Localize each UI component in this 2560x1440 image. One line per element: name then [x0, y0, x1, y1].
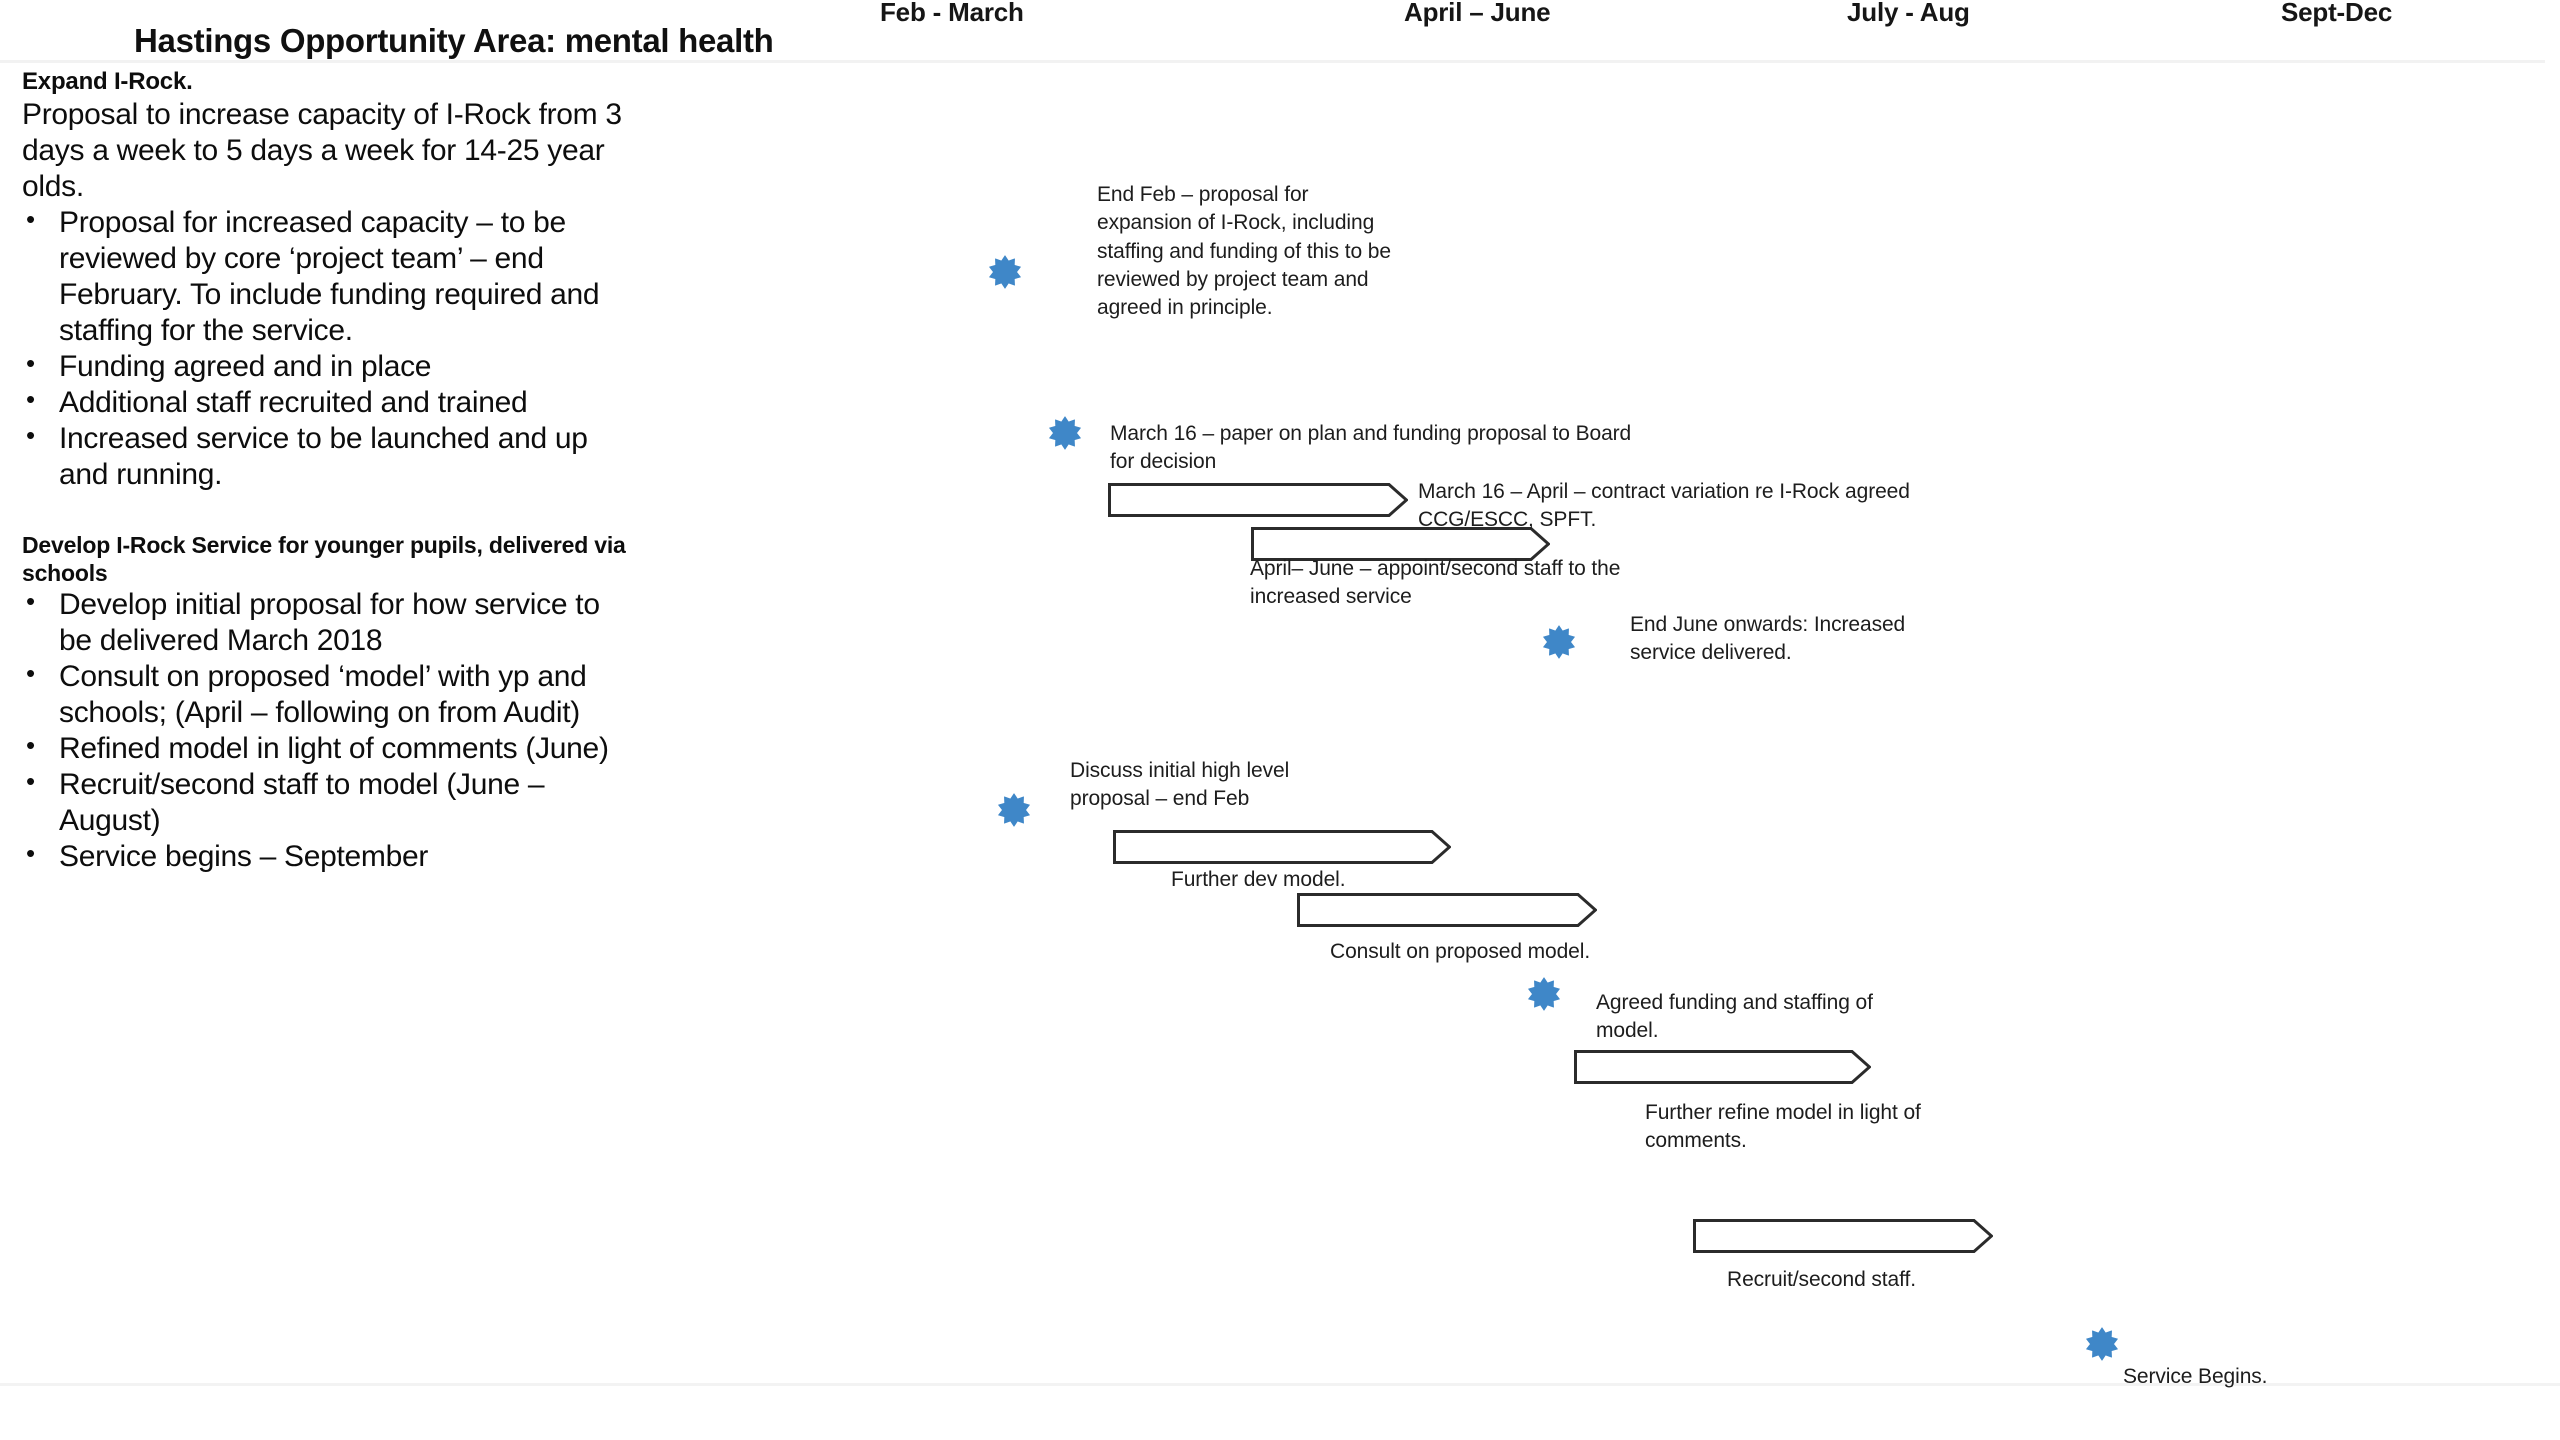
timeline-annotation: Service Begins.: [2123, 1365, 2268, 1388]
period-label: Sept-Dec: [2281, 0, 2393, 27]
timeline-annotation: Further dev model.: [1171, 868, 1346, 891]
timeline-arrow-bar: [1574, 1050, 1871, 1084]
milestone-burst-icon: [1527, 977, 1561, 1011]
timeline-arrow-bar: [1693, 1219, 1993, 1253]
narrative-block-expand-irock: Expand I-Rock. Proposal to increase capa…: [22, 68, 634, 493]
timeline-annotation: Discuss initial high level proposal – en…: [1070, 759, 1290, 811]
timeline-arrow-bar: [1251, 527, 1550, 561]
timeline-annotation: End June onwards: Increased service deli…: [1630, 613, 1906, 665]
timeline-arrow-bar: [1108, 483, 1408, 517]
block-bullet-list: Develop initial proposal for how service…: [22, 586, 634, 875]
period-label: April – June: [1404, 0, 1551, 27]
timeline-header: Feb - March April – June July - Aug Sept-De…: [0, 0, 2560, 62]
block-bullet-list: Proposal for increased capacity – to be …: [22, 204, 634, 493]
list-item: Refined model in light of comments (June…: [22, 730, 634, 767]
milestone-burst-icon: [997, 793, 1031, 827]
narrative-block-develop-irock-schools: Develop I-Rock Service for younger pupil…: [22, 531, 634, 876]
milestone-burst-icon: [1048, 416, 1082, 450]
timeline-annotation: Consult on proposed model.: [1330, 940, 1591, 963]
narrative-column: Expand I-Rock. Proposal to increase capa…: [22, 68, 634, 875]
page-title: Hastings Opportunity Area: mental health: [134, 22, 774, 59]
timeline-annotation: End Feb – proposal for expansion of I-Ro…: [1097, 183, 1391, 320]
timeline-annotation: Further refine model in light of comment…: [1645, 1101, 1921, 1153]
timeline-arrow-bar: [1113, 830, 1451, 864]
period-label: July - Aug: [1847, 0, 1970, 27]
block-heading: Develop I-Rock Service for younger pupil…: [22, 531, 626, 586]
timeline-annotation: March 16 – April – contract variation re…: [1418, 480, 1910, 532]
block-heading: Expand I-Rock.: [22, 68, 193, 95]
timeline-annotation: Recruit/second staff.: [1727, 1268, 1916, 1291]
list-item: Funding agreed and in place: [22, 348, 634, 385]
timeline-annotation: Agreed funding and staffing of model.: [1596, 991, 1873, 1043]
list-item: Develop initial proposal for how service…: [22, 586, 634, 659]
milestone-burst-icon: [1542, 625, 1576, 659]
block-paragraph: Proposal to increase capacity of I-Rock …: [22, 97, 622, 203]
milestone-burst-icon: [988, 255, 1022, 289]
timeline-annotation: April– June – appoint/second staff to th…: [1250, 557, 1621, 609]
list-item: Increased service to be launched and up …: [22, 420, 634, 493]
timeline-arrow-bar: [1297, 893, 1597, 927]
period-label: Feb - March: [880, 0, 1024, 27]
list-item: Proposal for increased capacity – to be …: [22, 204, 634, 349]
list-item: Service begins – September: [22, 838, 634, 875]
timeline-annotation: March 16 – paper on plan and funding pro…: [1110, 422, 1632, 474]
list-item: Additional staff recruited and trained: [22, 384, 634, 421]
footer-divider: [0, 1383, 2560, 1386]
milestone-burst-icon: [2085, 1327, 2119, 1361]
list-item: Recruit/second staff to model (June – Au…: [22, 766, 634, 839]
list-item: Consult on proposed ‘model’ with yp and …: [22, 658, 634, 731]
header-divider: [0, 60, 2545, 63]
